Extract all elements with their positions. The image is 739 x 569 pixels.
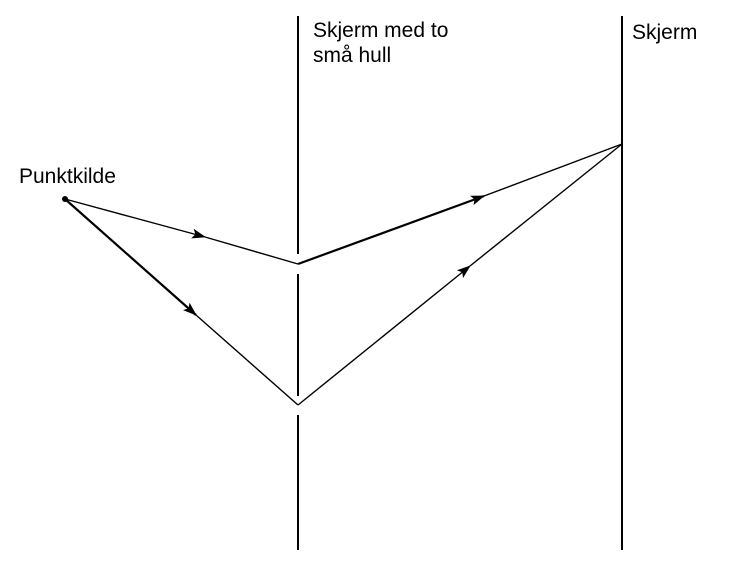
ray-upper-outgoing [483,143,623,197]
screen-label: Skjerm [632,21,698,44]
ray-upper-incoming [204,236,299,265]
ray-lower-incoming-arrow [64,198,197,316]
ray-lower-outgoing [469,143,623,267]
ray-upper-outgoing-arrow [297,194,485,266]
slit-screen-label-line2: små hull [313,44,392,67]
ray-lower-incoming [195,314,299,406]
slit-screen-label-line1: Skjerm med to [313,19,449,42]
ray-upper-incoming-arrow [64,198,206,239]
slit-screen-label: Skjerm med to små hull [313,18,448,68]
point-source-label: Punktkilde [19,165,116,188]
ray-lower-outgoing-arrow [297,265,471,406]
